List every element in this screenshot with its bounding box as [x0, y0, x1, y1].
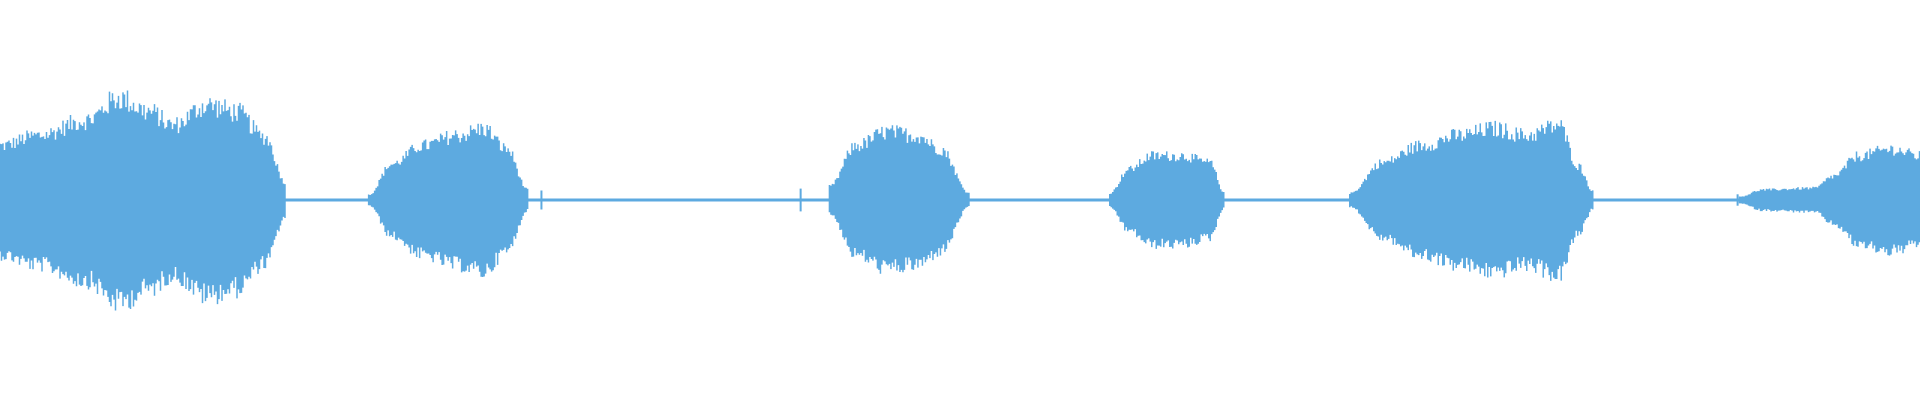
segment-2-strokes — [367, 123, 529, 277]
segment-3-strokes — [828, 125, 970, 274]
segment-6 — [1738, 145, 1920, 256]
segment-2 — [367, 123, 529, 277]
segment-5-strokes — [1349, 120, 1594, 281]
waveform-group — [0, 90, 1920, 311]
segment-1 — [0, 90, 286, 311]
segment-5 — [1349, 120, 1594, 281]
segment-4-strokes — [1109, 151, 1225, 249]
segment-6-strokes — [1738, 145, 1920, 256]
segment-1-strokes — [0, 90, 286, 311]
segment-3 — [828, 125, 970, 274]
segment-4 — [1109, 151, 1225, 249]
